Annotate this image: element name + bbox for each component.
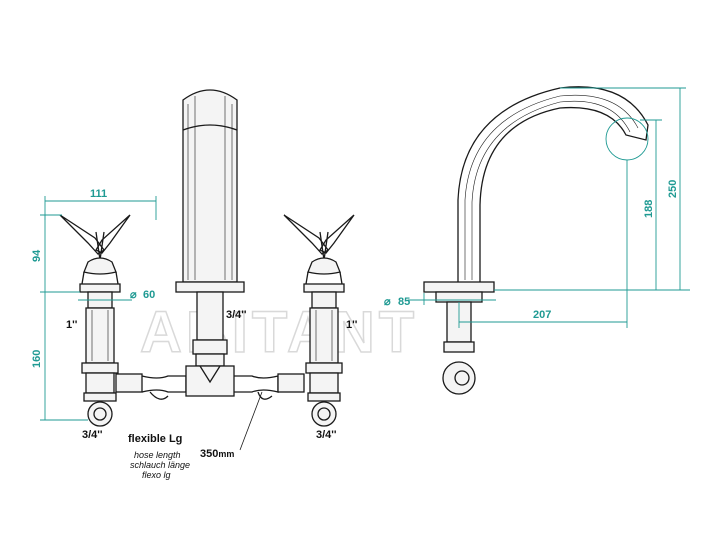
dim-diameter-symbol-left: ⌀ <box>130 289 137 301</box>
dim-spout-reach: 207 <box>533 309 551 321</box>
hose-note: flexible Lg hose length schlauch länge f… <box>128 391 263 480</box>
thread-right-outlet: 3/4'' <box>316 429 337 441</box>
dimension-lines <box>40 87 690 421</box>
thread-center-stem: 3/4'' <box>226 309 247 321</box>
hose-note-line-2: schlauch länge <box>130 460 190 470</box>
dim-handle-height: 94 <box>31 249 43 262</box>
dim-overall-height: 250 <box>667 180 679 198</box>
dim-body-height: 160 <box>31 350 43 368</box>
hose-note-value: 350mm <box>200 448 234 460</box>
hose-note-title: flexible Lg <box>128 433 182 445</box>
hose-note-line-3: flexo lg <box>142 470 171 480</box>
left-handle-assembly <box>59 214 131 427</box>
thread-left-outlet: 3/4'' <box>82 429 103 441</box>
dim-spout-base: 85 <box>398 296 410 308</box>
watermark: ABITANT <box>140 300 418 365</box>
dim-handle-width: 111 <box>90 188 107 200</box>
connector-pipes <box>115 365 305 400</box>
dim-diameter-symbol-right: ⌀ <box>384 296 391 308</box>
spout-side-view <box>423 86 649 395</box>
thread-left-stem: 1'' <box>66 319 78 331</box>
dim-base-diameter: 60 <box>143 289 155 301</box>
thread-right-stem: 1'' <box>346 319 358 331</box>
right-handle-assembly <box>283 214 355 427</box>
center-body <box>175 89 245 367</box>
dim-spout-height: 188 <box>643 200 655 218</box>
hose-note-line-1: hose length <box>134 450 181 460</box>
